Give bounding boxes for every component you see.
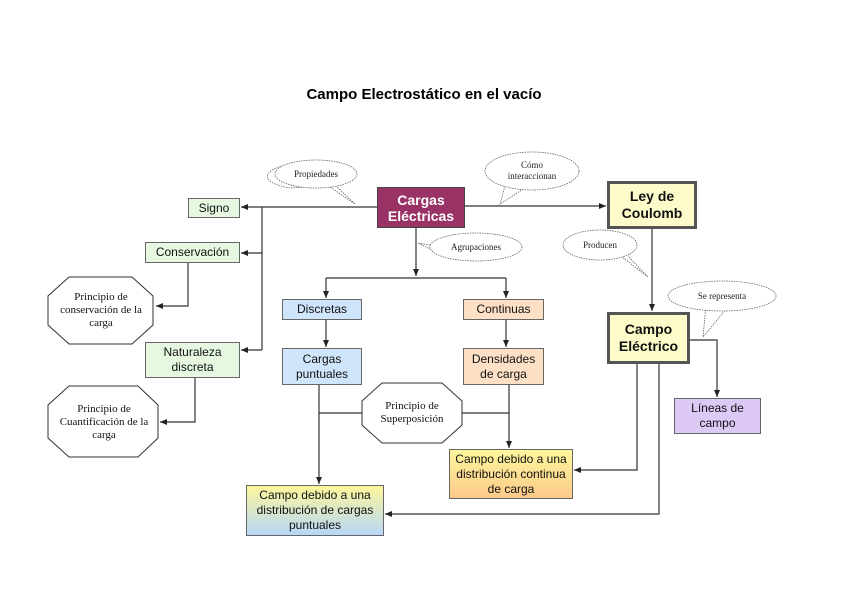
node-campo-distribucion-continua[interactable]: Campo debido a una distribución continua… [449,449,573,499]
principio-superposicion-text: Principio de Superposición [380,400,444,425]
callout-como-bubble [484,151,580,191]
connector-campo-puntuales [385,364,660,517]
node-discretas[interactable]: Discretas [282,299,362,320]
octagon-principio-superposicion [361,382,463,444]
callout-agrupaciones: Agrupaciones [451,241,501,252]
connector-campo-lineas [690,339,720,397]
octagon-principio-conservacion [47,276,154,345]
callout-producen: Producen [583,239,617,250]
node-ley-coulomb[interactable]: Ley de Coulomb [607,181,697,229]
callout-producen-bubble [562,229,638,261]
node-lineas-campo[interactable]: Líneas de campo [674,398,761,434]
node-continuas[interactable]: Continuas [463,299,544,320]
callout-se-representa: Se representa [697,290,747,301]
connector-campo-continua [574,364,638,473]
connector-naturaleza-cuantificacion [160,378,196,425]
connector-conservacion-principio [156,262,189,309]
callout-propiedades: Propiedades [294,168,338,179]
node-campo-electrico[interactable]: Campo Eléctrico [607,312,690,364]
node-campo-cargas-puntuales[interactable]: Campo debido a una distribución de carga… [246,485,384,536]
node-densidades-carga[interactable]: Densidades de carga [463,348,544,385]
octagon-principio-cuantificacion [47,385,159,458]
node-cargas-electricas[interactable]: Cargas Eléctricas [377,187,465,228]
node-conservacion[interactable]: Conservación [145,242,240,263]
callout-se-representa-tail [702,304,728,339]
callout-agrupaciones-bubble [429,232,523,262]
node-naturaleza-discreta[interactable]: Naturaleza discreta [145,342,240,378]
callout-propiedades-bubble [274,159,358,189]
diagram-title: Campo Electrostático en el vacío [306,86,542,103]
callout-como-interaccionan: Cómo interaccionan [507,160,557,181]
node-signo[interactable]: Signo [188,198,240,218]
callout-se-representa-bubble [667,280,777,312]
callout-como-tail [499,185,526,205]
node-cargas-puntuales[interactable]: Cargas puntuales [282,348,362,385]
callout-producen-tail [616,252,649,278]
principio-cuantificacion-text: Principio de Cuantificación de la carga [59,402,149,441]
principio-conservacion-text: Principio de conservación de la carga [60,290,142,329]
